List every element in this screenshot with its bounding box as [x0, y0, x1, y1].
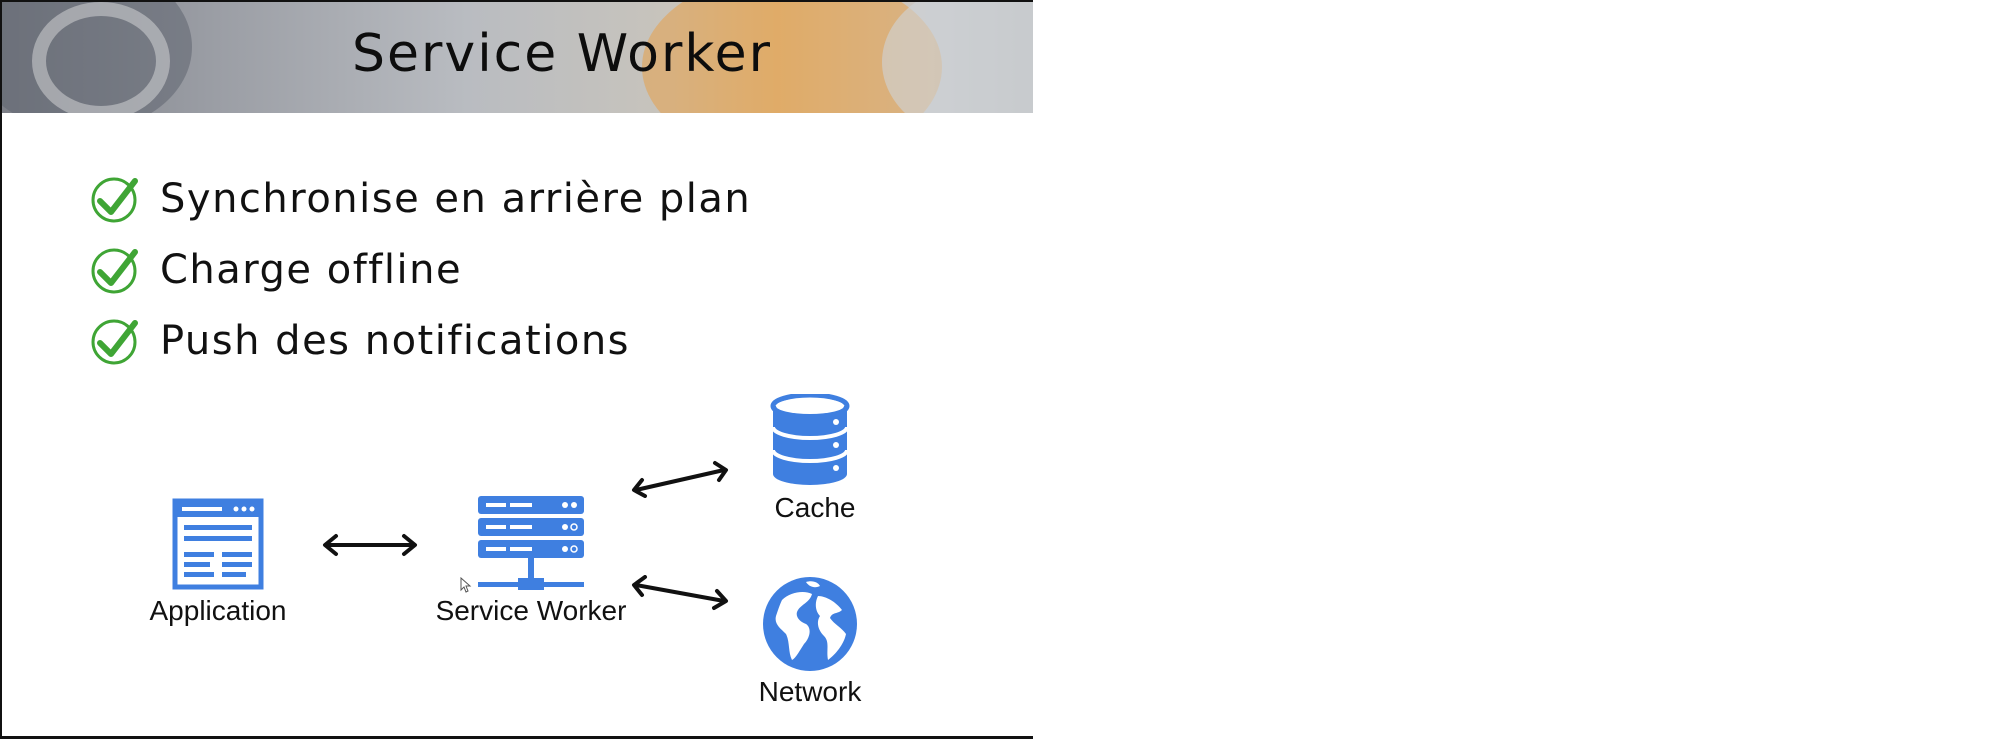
bullet-text: Charge offline: [160, 247, 463, 293]
background-blur-light: [882, 2, 1033, 113]
mouse-pointer-icon: [460, 577, 472, 593]
check-icon: [91, 177, 138, 223]
globe-icon: [763, 577, 857, 671]
top-border: [2, 0, 1033, 2]
node-label-cache: Cache: [774, 492, 856, 523]
bullet-item: Charge offline: [90, 242, 462, 298]
bullet-text: Push des notifications: [160, 318, 631, 364]
arrow-service-worker-network: [632, 575, 728, 610]
bullet-text: Synchronise en arrière plan: [160, 176, 752, 222]
node-label-network: Network: [758, 676, 862, 707]
bullet-item: Push des notifications: [90, 313, 630, 369]
arrow-service-worker-cache: [632, 461, 728, 498]
node-label-service-worker: Service Worker: [435, 595, 627, 626]
arrow-application-service-worker: [323, 534, 417, 556]
node-label-application: Application: [149, 595, 287, 626]
title-banner: Service Worker: [2, 2, 1033, 113]
bullet-item: Synchronise en arrière plan: [90, 171, 751, 227]
slide-title: Service Worker: [352, 24, 772, 84]
browser-window-icon: [172, 498, 264, 590]
slide: Service Worker Synchronise en arrière pl…: [0, 0, 1033, 739]
database-icon: [770, 394, 850, 485]
check-icon: [91, 248, 138, 294]
server-icon: [478, 496, 584, 590]
check-icon: [91, 319, 138, 365]
